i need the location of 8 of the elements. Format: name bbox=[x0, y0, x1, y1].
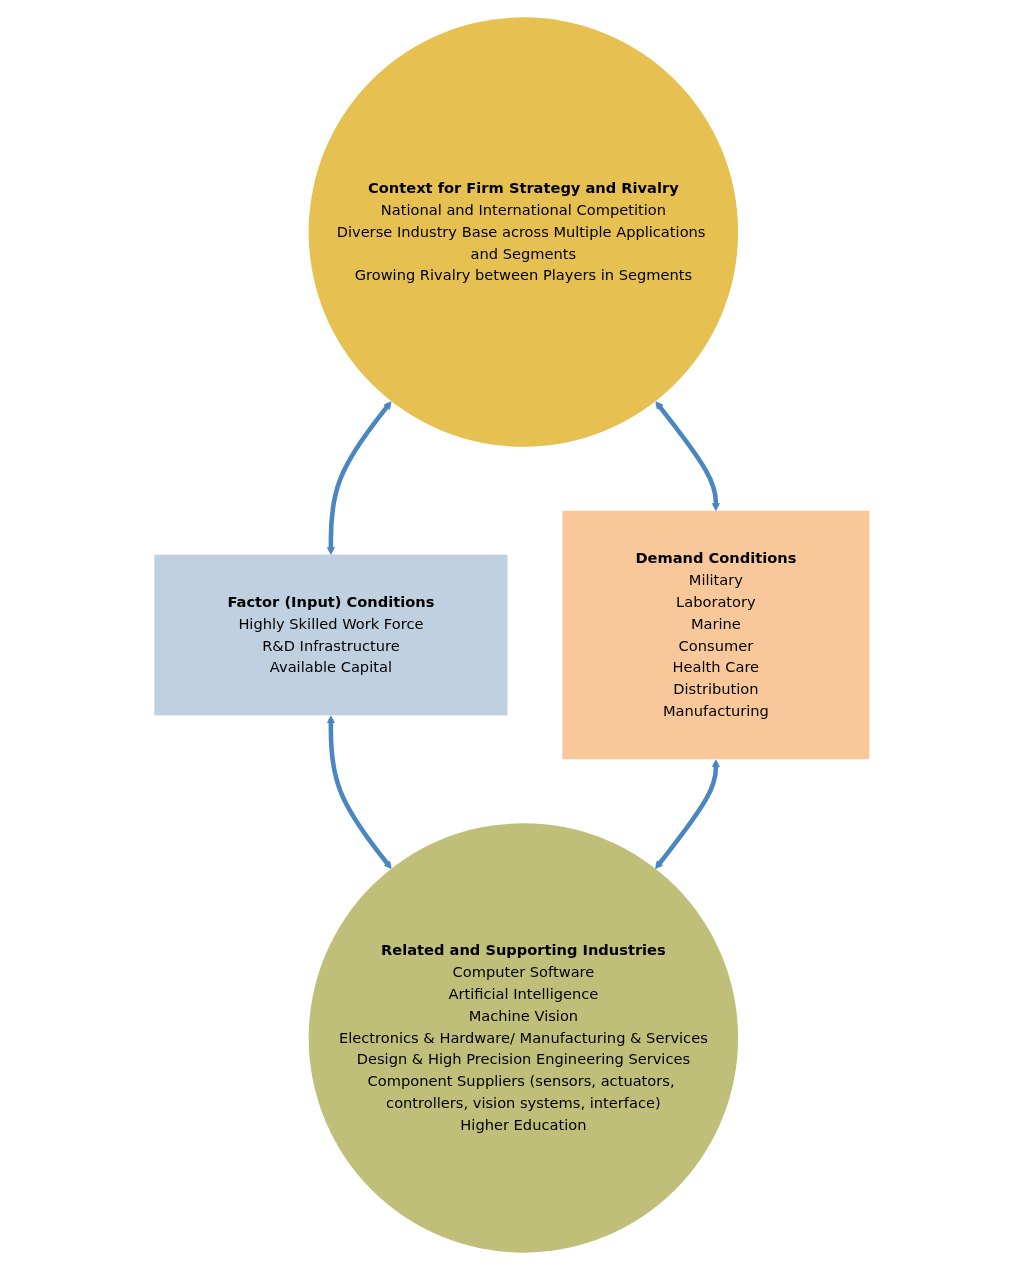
arrow bbox=[327, 401, 392, 555]
node-circle: Context for Firm Strategy and Rivalry National and International Competition Diverse Industry Base across Multiple Applications and Segments Growing Rivalry between Players in Segments bbox=[308, 17, 739, 447]
node-box: Demand Conditions Military Laboratory Marine Consumer Health Care Distribution Manufacturing bbox=[562, 510, 870, 760]
arrow bbox=[327, 715, 392, 869]
arrow bbox=[655, 759, 720, 869]
node-circle: Related and Supporting Industries Computer Software Artificial Intelligence Machine Vision Electronics & Hardware/ Manufacturing & Services Design & High Precision Engineering Services Component Suppliers (sensors, actuators, controllers, vision systems, interface) Higher Education bbox=[308, 823, 739, 1253]
node-box: Factor (Input) Conditions Highly Skilled Work Force R&D Infrastructure Available Capital bbox=[154, 554, 508, 716]
arrow bbox=[655, 401, 720, 512]
